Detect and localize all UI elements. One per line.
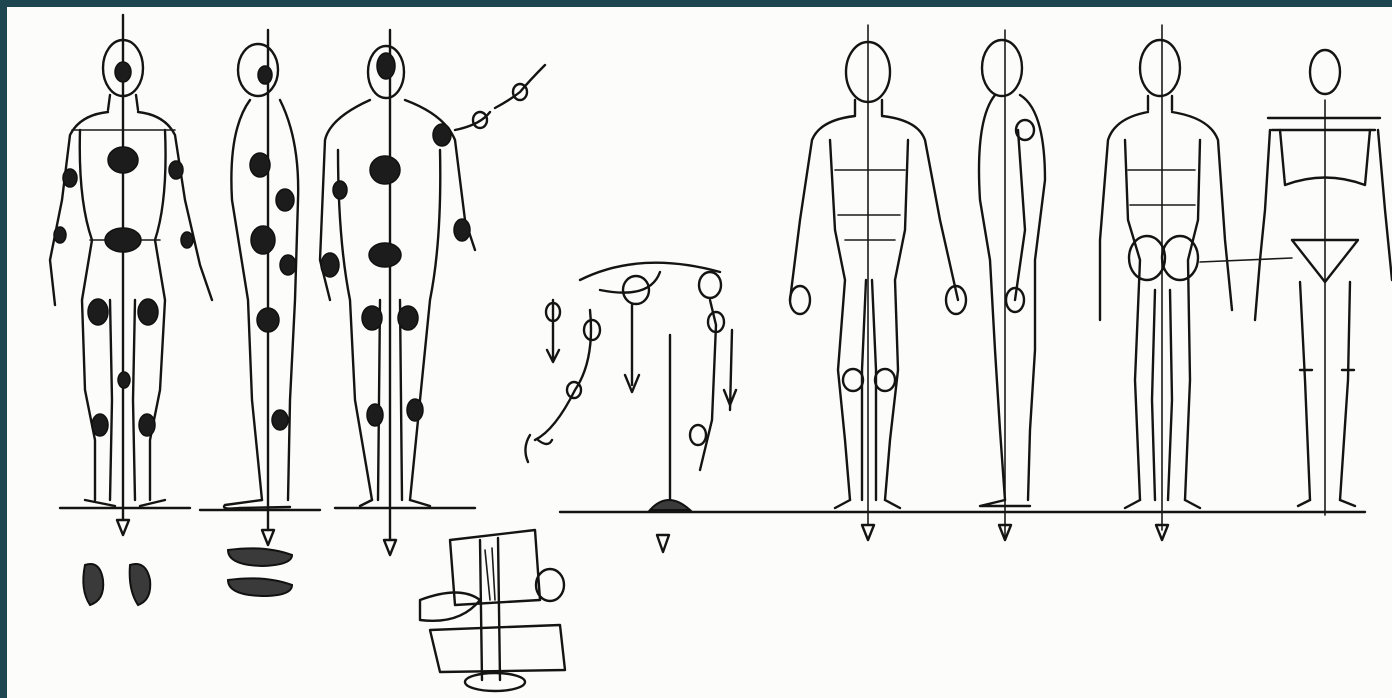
figure-back-outline (1100, 25, 1232, 540)
figure-back-weighted (320, 30, 545, 555)
figure-panel (7, 7, 1392, 698)
body-weight-diagram (7, 7, 1392, 698)
weighing-scale-illustration (420, 530, 565, 691)
figure-skeleton-masses (525, 263, 736, 552)
figure-side-outline (979, 30, 1045, 540)
figure-front-weighted (50, 15, 212, 605)
figure-front-outline (790, 25, 966, 540)
